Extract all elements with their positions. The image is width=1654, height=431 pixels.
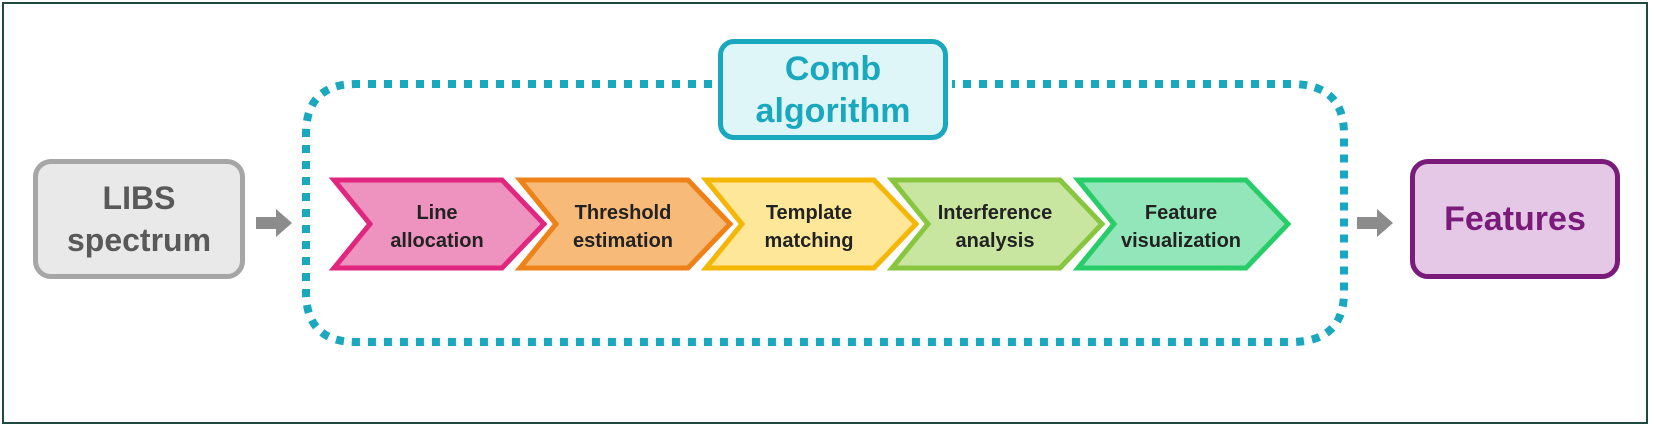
libs-spectrum-box: LIBS spectrum xyxy=(33,159,245,279)
features-label: Features xyxy=(1444,200,1586,238)
stage-label-line1: Threshold xyxy=(575,202,672,224)
stage-label-line1: Interference xyxy=(938,202,1053,224)
libs-spectrum-line2: spectrum xyxy=(66,222,212,258)
stage-label-line2: visualization xyxy=(1121,230,1241,252)
stage-chevron xyxy=(514,177,734,271)
stage-label-line2: analysis xyxy=(956,230,1035,252)
comb-algorithm-box: Comb algorithm xyxy=(718,39,948,140)
stage-label-line1: Template xyxy=(766,202,852,224)
comb-algorithm-line1: Comb xyxy=(784,49,882,88)
stage-chevron xyxy=(328,177,548,271)
libs-spectrum-line1: LIBS xyxy=(102,180,176,216)
features-box: Features xyxy=(1410,159,1620,279)
comb-algorithm-boundary xyxy=(302,80,1348,346)
comb-algorithm-line2: algorithm xyxy=(755,91,911,130)
pipeline-stages: Line allocation Threshold estimation Templat… xyxy=(328,177,1292,271)
stage-label-line2: estimation xyxy=(573,230,673,252)
stage-chevron xyxy=(886,177,1106,271)
input-arrow xyxy=(256,209,292,237)
stage-chevron xyxy=(700,177,920,271)
diagram-frame xyxy=(2,2,1648,424)
stage-label-line1: Feature xyxy=(1145,202,1217,224)
stage-chevron xyxy=(1072,177,1292,271)
stage-label-line2: matching xyxy=(765,230,854,252)
stage-label-line2: allocation xyxy=(390,230,483,252)
output-arrow xyxy=(1357,209,1393,237)
stage-label-line1: Line xyxy=(416,202,457,224)
